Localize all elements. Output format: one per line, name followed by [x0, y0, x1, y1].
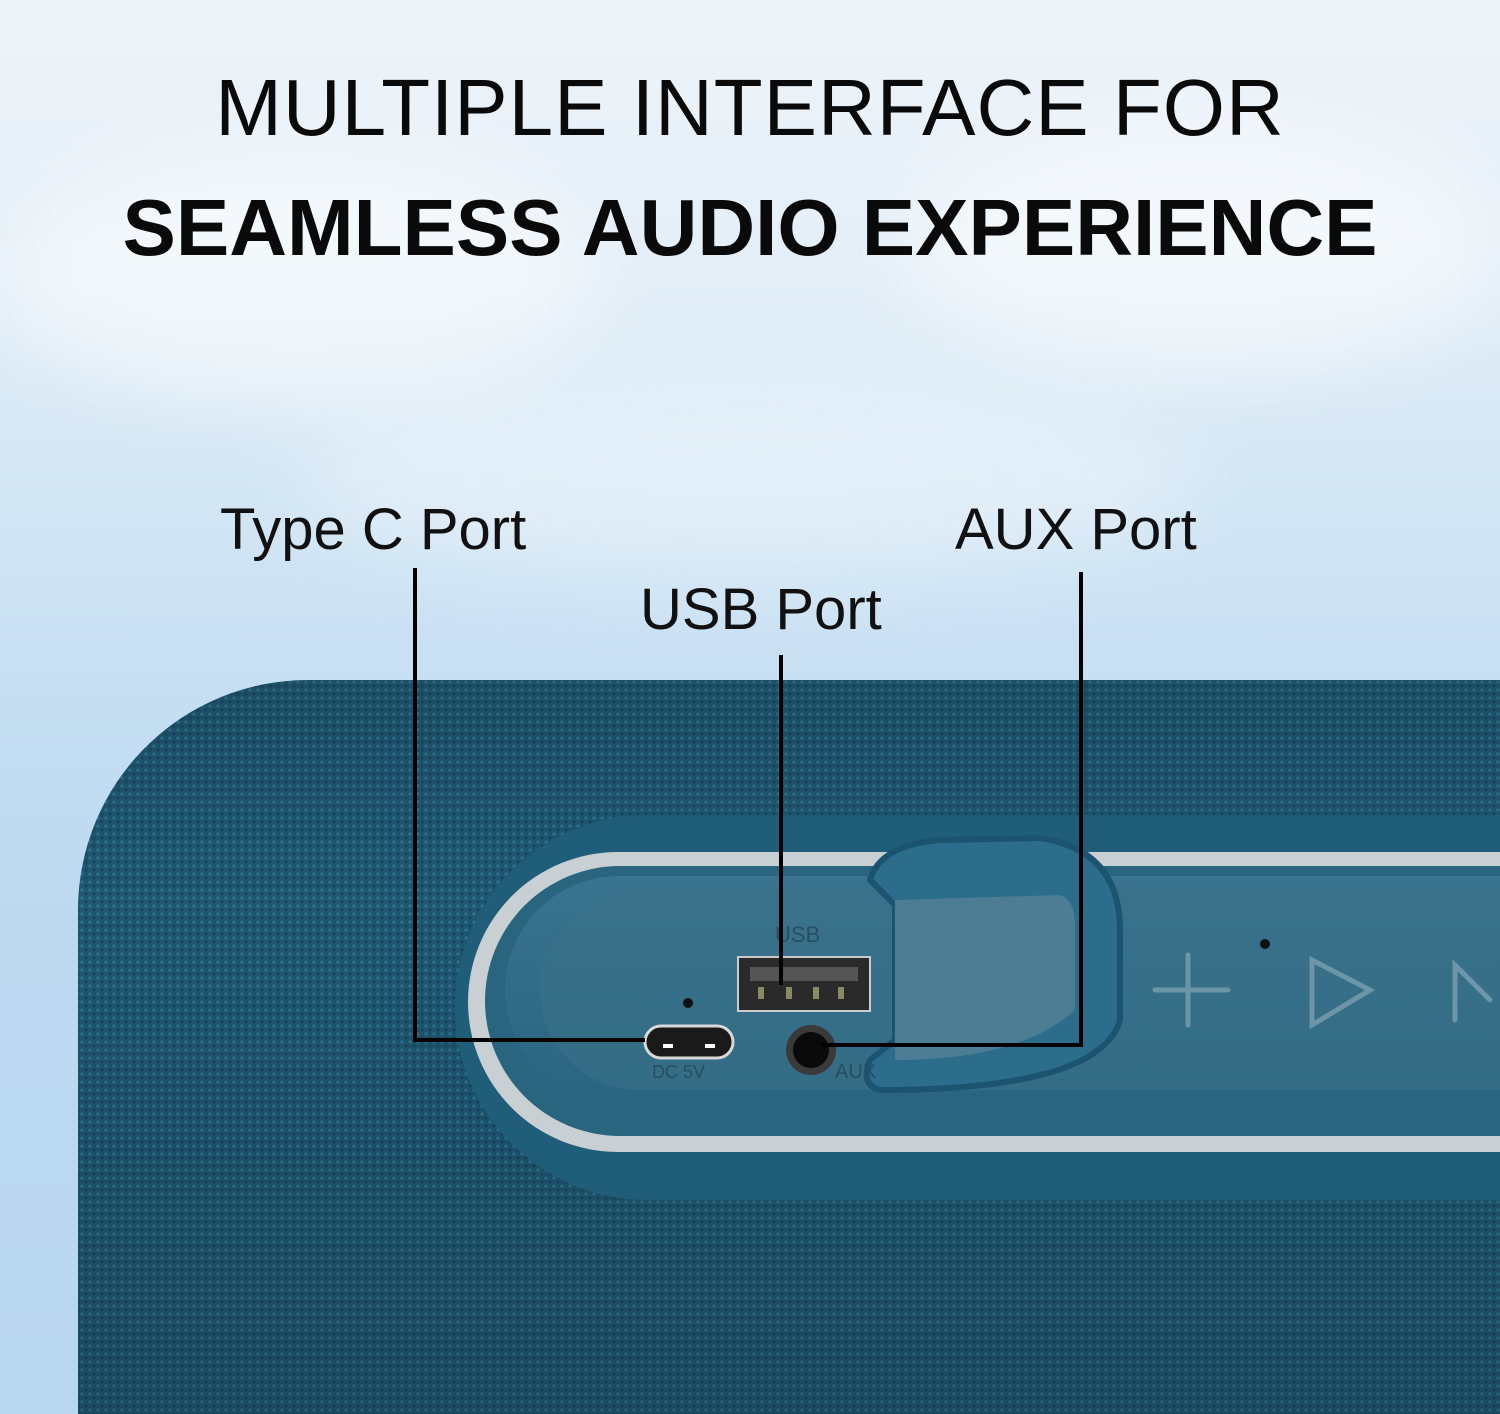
aux-marking: AUX	[835, 1061, 876, 1083]
play-icon	[1309, 955, 1376, 1030]
usb-port	[737, 956, 871, 1012]
type-c-port	[643, 1024, 735, 1060]
headline-line2: SEAMLESS AUDIO EXPERIENCE	[122, 183, 1378, 272]
led-indicator	[1260, 939, 1270, 949]
cloud-background	[900, 120, 1500, 370]
type-c-callout-line	[413, 568, 645, 1042]
mic-hole	[683, 998, 693, 1008]
cloud-background	[0, 150, 600, 400]
aux-port-label: AUX Port	[955, 497, 1197, 562]
strap	[863, 834, 1123, 1094]
mode-icon	[1452, 958, 1493, 1023]
aux-port	[786, 1025, 836, 1075]
headline-line1: MULTIPLE INTERFACE FOR	[215, 63, 1285, 152]
volume-up-icon	[1152, 952, 1231, 1028]
callout-lines	[413, 568, 1083, 1047]
type-c-port-label: Type C Port	[220, 497, 527, 562]
usb-port-label: USB Port	[640, 577, 882, 642]
dc-marking: DC 5V	[652, 1062, 705, 1082]
aux-callout-line	[822, 572, 1083, 1047]
cloud-background	[300, 380, 1200, 580]
